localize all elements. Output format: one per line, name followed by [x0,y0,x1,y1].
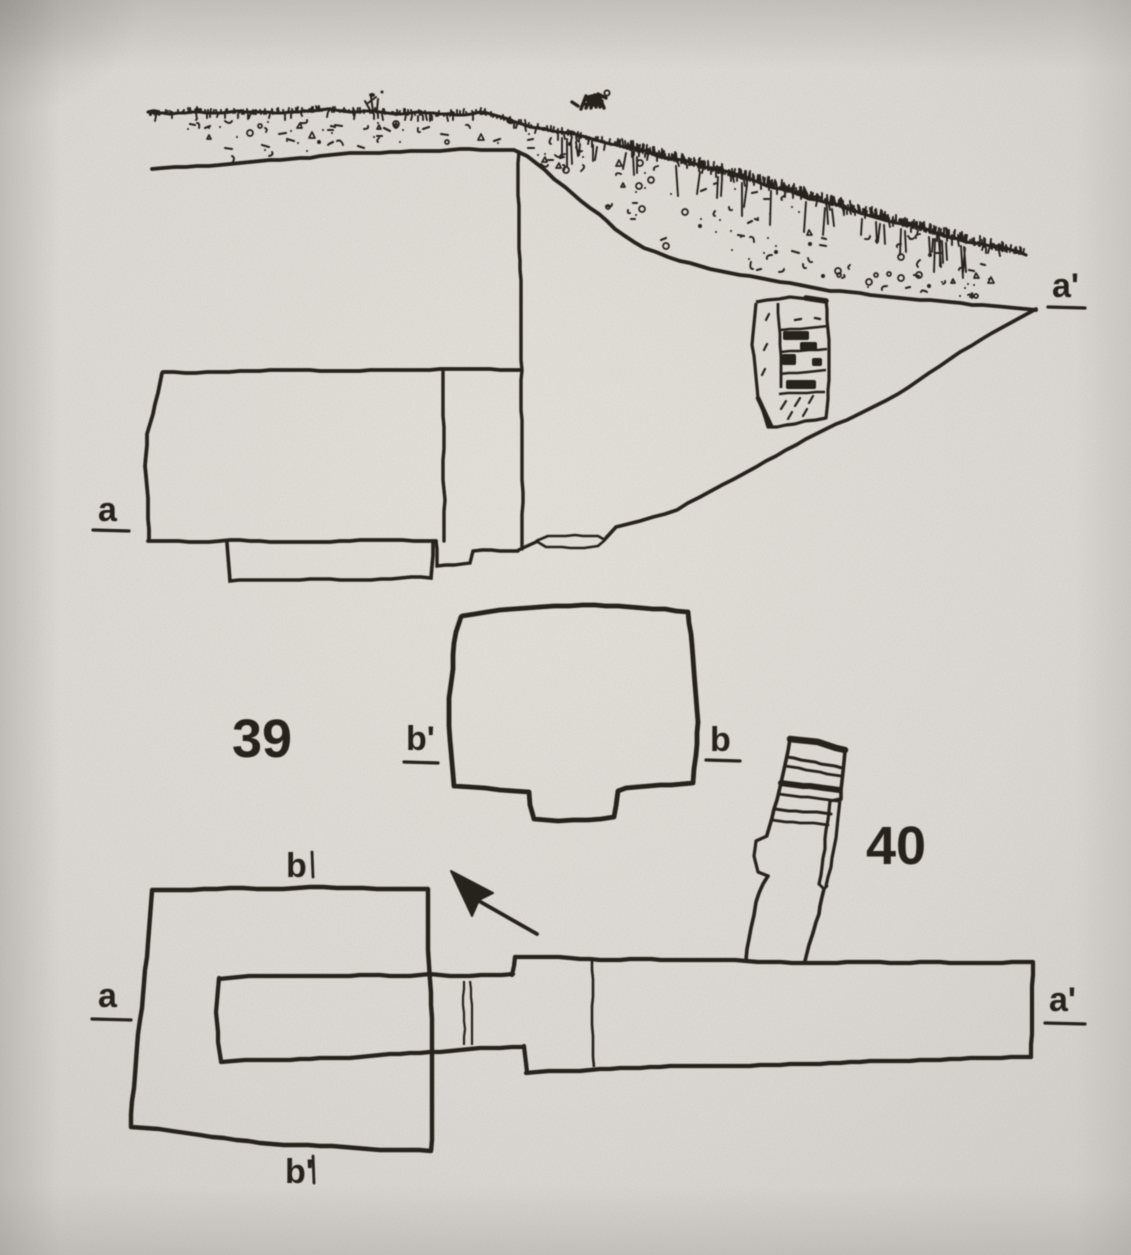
paper-grain [0,0,1131,1255]
